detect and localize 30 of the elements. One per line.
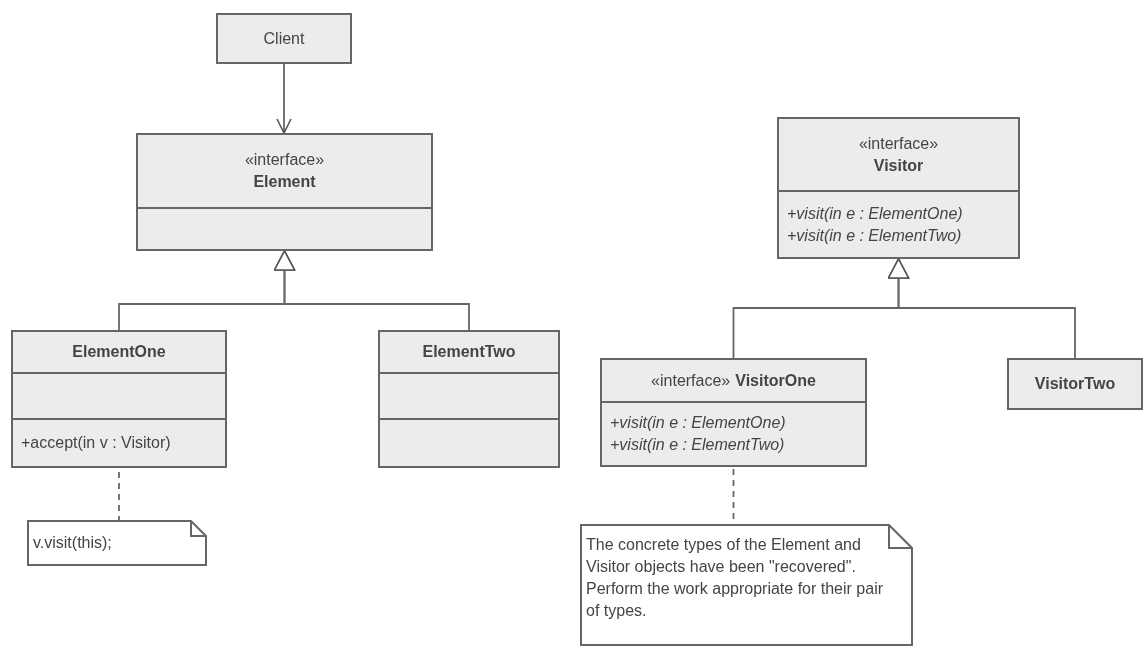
class-name: ElementOne	[72, 342, 166, 362]
class-box	[11, 330, 227, 468]
method-label: +accept(in v : Visitor)	[21, 433, 171, 453]
note-link	[118, 471, 120, 521]
note-box	[27, 520, 207, 566]
class-name: Client	[263, 28, 305, 49]
method-label: +visit(in e : ElementTwo)	[610, 435, 785, 455]
association-arrow	[276, 63, 292, 134]
stereotype-label: «interface»	[651, 370, 731, 391]
class-name: Element	[253, 172, 316, 192]
inheritance-arrow	[887, 258, 1076, 359]
method-label: +visit(in e : ElementOne)	[787, 203, 963, 224]
class-name: VisitorOne	[735, 370, 816, 391]
class-name: ElementTwo	[422, 342, 516, 362]
class-box	[216, 13, 352, 64]
inheritance-arrow	[273, 250, 470, 331]
class-box	[777, 117, 1020, 259]
note-text: v.visit(this);	[32, 533, 113, 553]
class-box	[378, 330, 560, 468]
method-label: +visit(in e : ElementTwo)	[787, 225, 962, 246]
stereotype-label: «interface»	[244, 150, 325, 170]
stereotype-label: «interface»	[858, 133, 939, 154]
note-box	[580, 524, 913, 646]
class-name: VisitorTwo	[1034, 374, 1116, 394]
note-text: The concrete types of the Element and Visitor objects have been "recovered". Perform the work appropriate for their pair of types.	[585, 535, 884, 621]
class-box	[600, 358, 867, 467]
method-label: +visit(in e : ElementOne)	[610, 413, 786, 433]
class-box	[1007, 358, 1143, 410]
class-name: Visitor	[873, 155, 924, 176]
class-box	[136, 133, 433, 251]
